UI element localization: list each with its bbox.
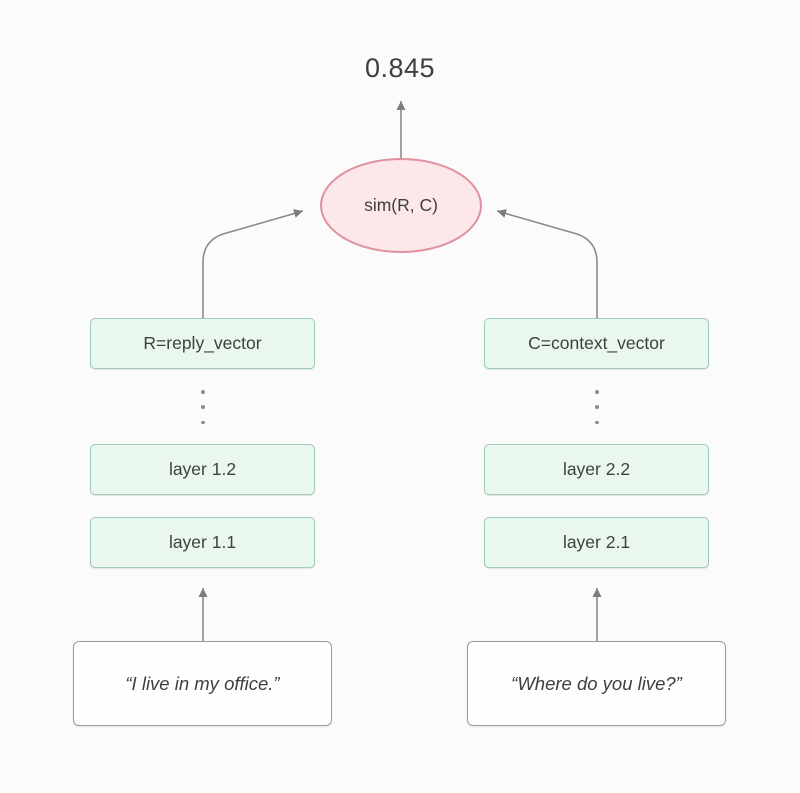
reply-vector-box: R=reply_vector — [90, 318, 315, 369]
context-to-sim-arrow — [496, 209, 598, 318]
similarity-score: 0.845 — [364, 53, 436, 83]
layer-2-1-box: layer 2.1 — [484, 517, 709, 568]
reply-vector-label: R=reply_vector — [143, 333, 262, 353]
context-vector-label: C=context_vector — [528, 333, 665, 353]
reply-to-sim-arrow — [202, 209, 304, 318]
layer-1-2-label: layer 1.2 — [168, 459, 237, 479]
layer-1-2-box: layer 1.2 — [90, 444, 315, 495]
layer-2-2-label: layer 2.2 — [562, 459, 631, 479]
context-input-box: “Where do you live?” — [467, 641, 726, 726]
context-input-text: “Where do you live?” — [511, 672, 682, 694]
context-vector-box: C=context_vector — [484, 318, 709, 369]
similarity-node-label: sim(R, C) — [364, 195, 438, 215]
reply-input-box: “I live in my office.” — [73, 641, 332, 726]
layer-1-1-box: layer 1.1 — [90, 517, 315, 568]
right-ellipsis-dots — [595, 390, 599, 424]
layer-1-1-label: layer 1.1 — [168, 532, 237, 552]
reply-input-text: “I live in my office.” — [125, 672, 280, 694]
layer-2-2-box: layer 2.2 — [484, 444, 709, 495]
similarity-node: sim(R, C) — [320, 158, 482, 253]
layer-2-1-label: layer 2.1 — [562, 532, 631, 552]
left-ellipsis-dots — [201, 390, 205, 424]
